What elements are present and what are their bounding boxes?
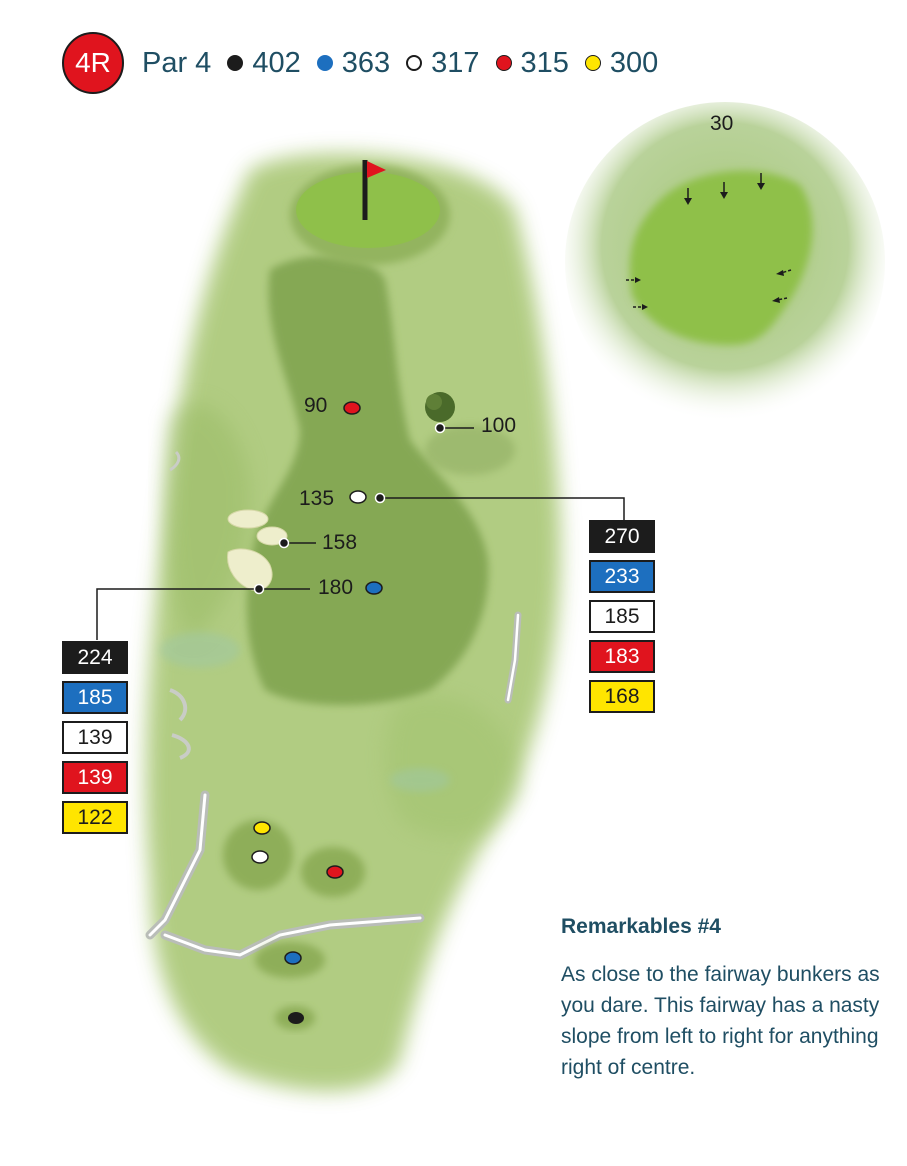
callout-100-dot xyxy=(434,422,446,434)
cart-path-right-edge xyxy=(506,613,520,702)
callout-right-dot xyxy=(374,492,386,504)
tree-canopy xyxy=(426,394,442,410)
marker-180 xyxy=(365,581,383,595)
rough-texture xyxy=(165,403,251,640)
yardage-right-white: 185 xyxy=(589,600,655,633)
rock-edge-1 xyxy=(169,688,188,722)
fairway xyxy=(246,256,489,705)
tee-dot-blue xyxy=(316,55,333,71)
rough-texture-2 xyxy=(385,694,520,837)
yardage-right-yellow: 168 xyxy=(589,680,655,713)
slope-arrows xyxy=(626,173,792,310)
bunker-3 xyxy=(227,548,273,591)
yardage-left-yellow: 122 xyxy=(62,801,128,834)
flag-icon xyxy=(367,161,386,178)
hole-number-badge: 4R xyxy=(62,32,124,94)
tee-dot-red xyxy=(495,55,512,71)
tee-yards-black: 402 xyxy=(252,46,301,79)
label-90: 90 xyxy=(304,394,328,417)
yardage-left-black: 224 xyxy=(62,641,128,674)
tee-marker-red xyxy=(326,865,344,879)
callout-left xyxy=(96,588,310,640)
green-detail-surface xyxy=(629,170,813,345)
tee-yellow: 300 xyxy=(584,46,659,80)
green-detail-depth: 30 xyxy=(710,112,734,135)
callout-right xyxy=(380,497,625,520)
rock-edge-2 xyxy=(171,733,191,760)
tee-yards-red: 315 xyxy=(520,46,569,79)
tee-dot-white xyxy=(406,55,423,71)
label-135: 135 xyxy=(299,487,335,510)
yardage-left-white: 139 xyxy=(62,721,128,754)
hazard-patch-2 xyxy=(390,768,450,792)
tee-dot-yellow xyxy=(584,55,601,71)
tee-yards-yellow: 300 xyxy=(609,46,659,79)
tee-marker-black xyxy=(288,1012,304,1024)
hole-header: 4R Par 4 402 363 317 315 300 xyxy=(62,32,658,94)
tee-yards-blue: 363 xyxy=(341,46,391,79)
putting-green xyxy=(296,172,440,248)
tee-marker-yellow xyxy=(253,821,271,835)
label-100: 100 xyxy=(481,414,517,437)
label-180: 180 xyxy=(318,576,354,599)
yardage-right-red: 183 xyxy=(589,640,655,673)
cart-path-edge xyxy=(148,793,422,957)
par-label: Par 4 xyxy=(142,46,212,79)
label-158: 158 xyxy=(322,531,358,554)
yardage-left-red: 139 xyxy=(62,761,128,794)
yardage-right-blue: 233 xyxy=(589,560,655,593)
tee-black: 402 xyxy=(227,46,301,80)
marker-135 xyxy=(349,490,367,504)
tee-blue: 363 xyxy=(316,46,391,80)
tee-dot-black xyxy=(227,55,244,71)
tee-white: 317 xyxy=(406,46,480,80)
hazard-patch xyxy=(160,632,240,668)
callout-left-dot xyxy=(253,583,265,595)
rock-edge-3 xyxy=(169,450,181,472)
callout-158-dot xyxy=(278,537,290,549)
yardage-left-blue: 185 xyxy=(62,681,128,714)
hole-info-text: As close to the fairway bunkers as you d… xyxy=(561,963,880,1079)
tee-marker-white xyxy=(251,850,269,864)
hole-info: Remarkables #4 As close to the fairway b… xyxy=(561,915,881,1083)
hole-info-title: Remarkables #4 xyxy=(561,915,721,938)
tee-marker-blue xyxy=(284,951,302,965)
tee-yards-white: 317 xyxy=(431,46,480,79)
bunker-1 xyxy=(227,509,269,529)
yardage-right-black: 270 xyxy=(589,520,655,553)
tee-red: 315 xyxy=(495,46,569,80)
tree-shadow xyxy=(425,425,515,475)
marker-90 xyxy=(343,401,361,415)
